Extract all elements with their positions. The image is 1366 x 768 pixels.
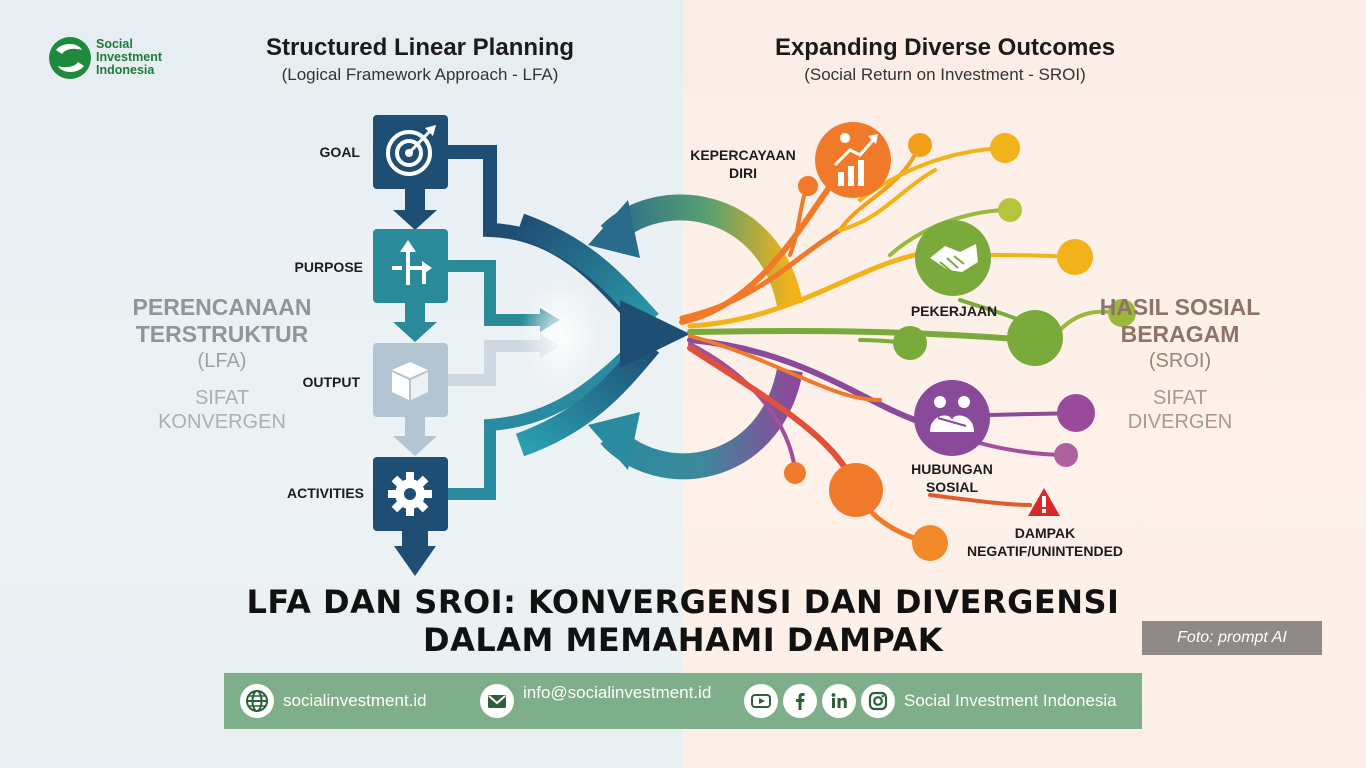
outcome-pekerjaan-icon xyxy=(915,220,991,296)
footer-email-text: info@socialinvestment.id xyxy=(523,683,712,702)
outcome-hubungan-line-2: SOSIAL xyxy=(925,479,979,495)
lfa-step-output xyxy=(373,343,448,456)
sroi-side-caption: HASIL SOSIAL BERAGAM (SROI) SIFAT DIVERG… xyxy=(1070,294,1290,434)
brand-logo-icon xyxy=(49,37,91,79)
outcome-kepercayaan-line-2: DIRI xyxy=(729,165,757,181)
lfa-step-purpose xyxy=(373,229,448,342)
sroi-side-line-2: BERAGAM xyxy=(1120,321,1240,347)
envelope-icon xyxy=(480,684,514,718)
outcome-label-kepercayaan: KEPERCAYAAN DIRI xyxy=(688,146,798,182)
sroi-side-line-1: HASIL SOSIAL xyxy=(1099,294,1261,320)
step-label-activities: ACTIVITIES xyxy=(286,485,364,501)
footer-social: Social Investment Indonesia xyxy=(744,673,1117,729)
center-glow xyxy=(520,280,600,390)
outcome-dampak-icon xyxy=(1028,488,1060,516)
step-label-output: OUTPUT xyxy=(302,374,360,390)
lfa-side-caption: PERENCANAAN TERSTRUKTUR (LFA) SIFAT KONV… xyxy=(112,294,332,434)
branch-nodes xyxy=(784,133,1136,561)
linkedin-icon[interactable] xyxy=(822,684,856,718)
globe-icon xyxy=(240,684,274,718)
logo-line-2: Investment xyxy=(96,50,162,64)
main-title-line-1: LFA DAN SROI: KONVERGENSI DAN DIVERGENSI xyxy=(246,583,1120,621)
outcome-dampak-line-1: DAMPAK xyxy=(1014,525,1076,541)
lfa-side-abbrev: (LFA) xyxy=(197,350,247,372)
lfa-heading: Structured Linear Planning (Logical Fram… xyxy=(220,34,620,85)
outcome-label-hubungan: HUBUNGAN SOSIAL xyxy=(894,460,1010,496)
sroi-title: Expanding Diverse Outcomes xyxy=(774,34,1116,61)
footer-website-text: socialinvestment.id xyxy=(283,691,427,710)
outcome-label-dampak: DAMPAK NEGATIF/UNINTENDED xyxy=(955,524,1135,560)
main-title-line-2: DALAM MEMAHAMI DAMPAK xyxy=(423,621,943,659)
footer-website[interactable]: socialinvestment.id xyxy=(240,673,427,729)
sroi-nature-line-2: DIVERGEN xyxy=(1127,411,1233,433)
photo-credit: Foto: prompt AI xyxy=(1142,621,1322,655)
footer-bar: socialinvestment.id info@socialinvestmen… xyxy=(224,673,1142,729)
brand-logo-text: Social Investment Indonesia xyxy=(96,38,162,77)
lfa-side-line-1: PERENCANAAN xyxy=(132,294,312,320)
lfa-nature-line-2: KONVERGEN xyxy=(158,411,286,433)
outcome-pekerjaan-line-1: PEKERJAAN xyxy=(910,303,998,319)
lfa-side-line-2: TERSTRUKTUR xyxy=(135,321,309,347)
sroi-subtitle: (Social Return on Investment - SROI) xyxy=(804,65,1086,84)
outcome-hubungan-icon xyxy=(914,380,990,456)
brand-logo: Social Investment Indonesia xyxy=(48,36,178,84)
instagram-icon[interactable] xyxy=(861,684,895,718)
logo-line-3: Indonesia xyxy=(96,63,155,77)
sroi-side-abbrev: (SROI) xyxy=(1148,350,1212,372)
footer-email[interactable]: info@socialinvestment.id xyxy=(480,673,711,729)
logo-line-1: Social xyxy=(96,37,133,51)
lfa-step-goal xyxy=(373,115,448,230)
sroi-heading: Expanding Diverse Outcomes (Social Retur… xyxy=(740,34,1150,85)
lfa-subtitle: (Logical Framework Approach - LFA) xyxy=(281,65,559,84)
step-label-goal: GOAL xyxy=(319,144,360,160)
outcome-hubungan-line-1: HUBUNGAN xyxy=(911,461,993,477)
outcome-label-pekerjaan: PEKERJAAN xyxy=(896,302,1012,320)
sroi-nature-line-1: SIFAT xyxy=(1152,387,1208,409)
outcome-kepercayaan-icon xyxy=(815,122,891,198)
main-title: LFA DAN SROI: KONVERGENSI DAN DIVERGENSI… xyxy=(0,583,1366,659)
outcome-kepercayaan-line-1: KEPERCAYAAN xyxy=(690,147,796,163)
convergence-arrowhead xyxy=(620,300,690,368)
footer-social-name[interactable]: Social Investment Indonesia xyxy=(904,691,1117,710)
outcome-dampak-line-2: NEGATIF/UNINTENDED xyxy=(966,543,1124,559)
lfa-title: Structured Linear Planning xyxy=(265,34,575,61)
bottom-return-arrowhead xyxy=(588,412,640,470)
top-return-arrowhead xyxy=(588,200,640,258)
lfa-step-activities xyxy=(373,457,448,576)
lfa-nature-line-1: SIFAT xyxy=(194,387,250,409)
youtube-icon[interactable] xyxy=(744,684,778,718)
step-label-purpose: PURPOSE xyxy=(294,259,363,275)
facebook-icon[interactable] xyxy=(783,684,817,718)
